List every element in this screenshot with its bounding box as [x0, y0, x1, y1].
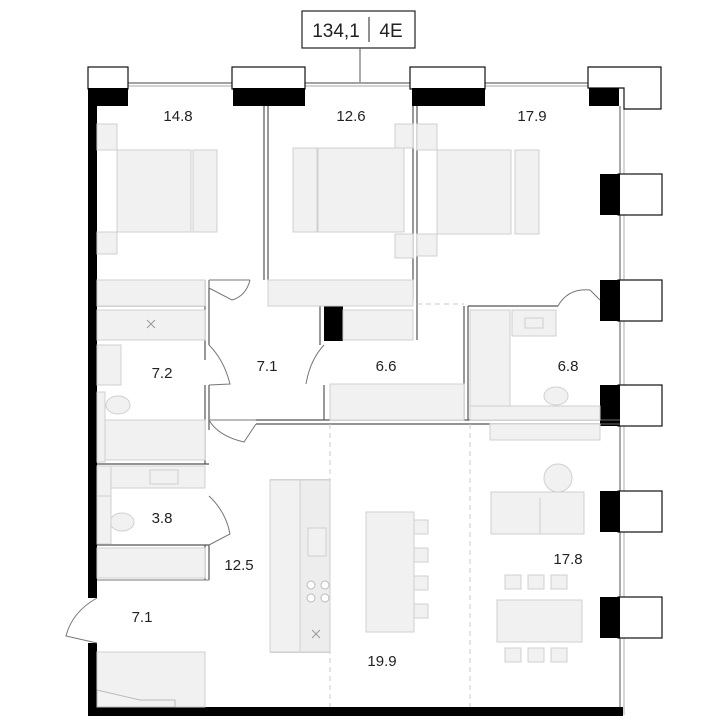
room-area-wc: 3.8	[152, 510, 173, 527]
bathroom-1-fixtures	[96, 309, 206, 463]
entrance-furniture	[96, 651, 206, 708]
room-area-living-room: 17.8	[553, 551, 582, 568]
room-area-corridor: 12.5	[224, 557, 253, 574]
windows-top	[87, 66, 662, 110]
total-area: 134,1	[312, 21, 360, 42]
room-area-bedroom-2: 12.6	[336, 108, 365, 125]
dressing-storage	[329, 309, 465, 421]
bathroom-2-fixtures	[469, 309, 601, 441]
wc-fixtures	[96, 465, 206, 545]
kitchen-furniture	[269, 479, 429, 653]
room-area-entrance: 7.1	[132, 609, 153, 626]
living-room-furniture	[490, 463, 585, 663]
room-area-kitchen: 19.9	[367, 653, 396, 670]
bedroom-1-furniture	[96, 123, 218, 307]
room-area-dressing-room: 6.6	[376, 358, 397, 375]
room-area-bedroom-1: 14.8	[163, 108, 192, 125]
room-area-bedroom-3: 17.9	[517, 108, 546, 125]
room-area-bathroom-1: 7.2	[152, 365, 173, 382]
layout-code: 4E	[379, 21, 402, 42]
bedroom-3-furniture	[416, 123, 540, 257]
exterior-walls	[88, 88, 623, 716]
bedroom-2-furniture	[267, 123, 414, 307]
room-labels: 14.8 12.6 17.9 7.2 7.1 6.6 6.8 3.8 12.5 …	[132, 108, 583, 670]
area-header: 134,1 4E	[301, 10, 416, 82]
corridor-storage	[96, 547, 206, 579]
room-area-bathroom-2: 6.8	[558, 358, 579, 375]
room-area-hall: 7.1	[257, 358, 278, 375]
zone-separators	[329, 303, 471, 707]
windows-right	[617, 173, 663, 639]
